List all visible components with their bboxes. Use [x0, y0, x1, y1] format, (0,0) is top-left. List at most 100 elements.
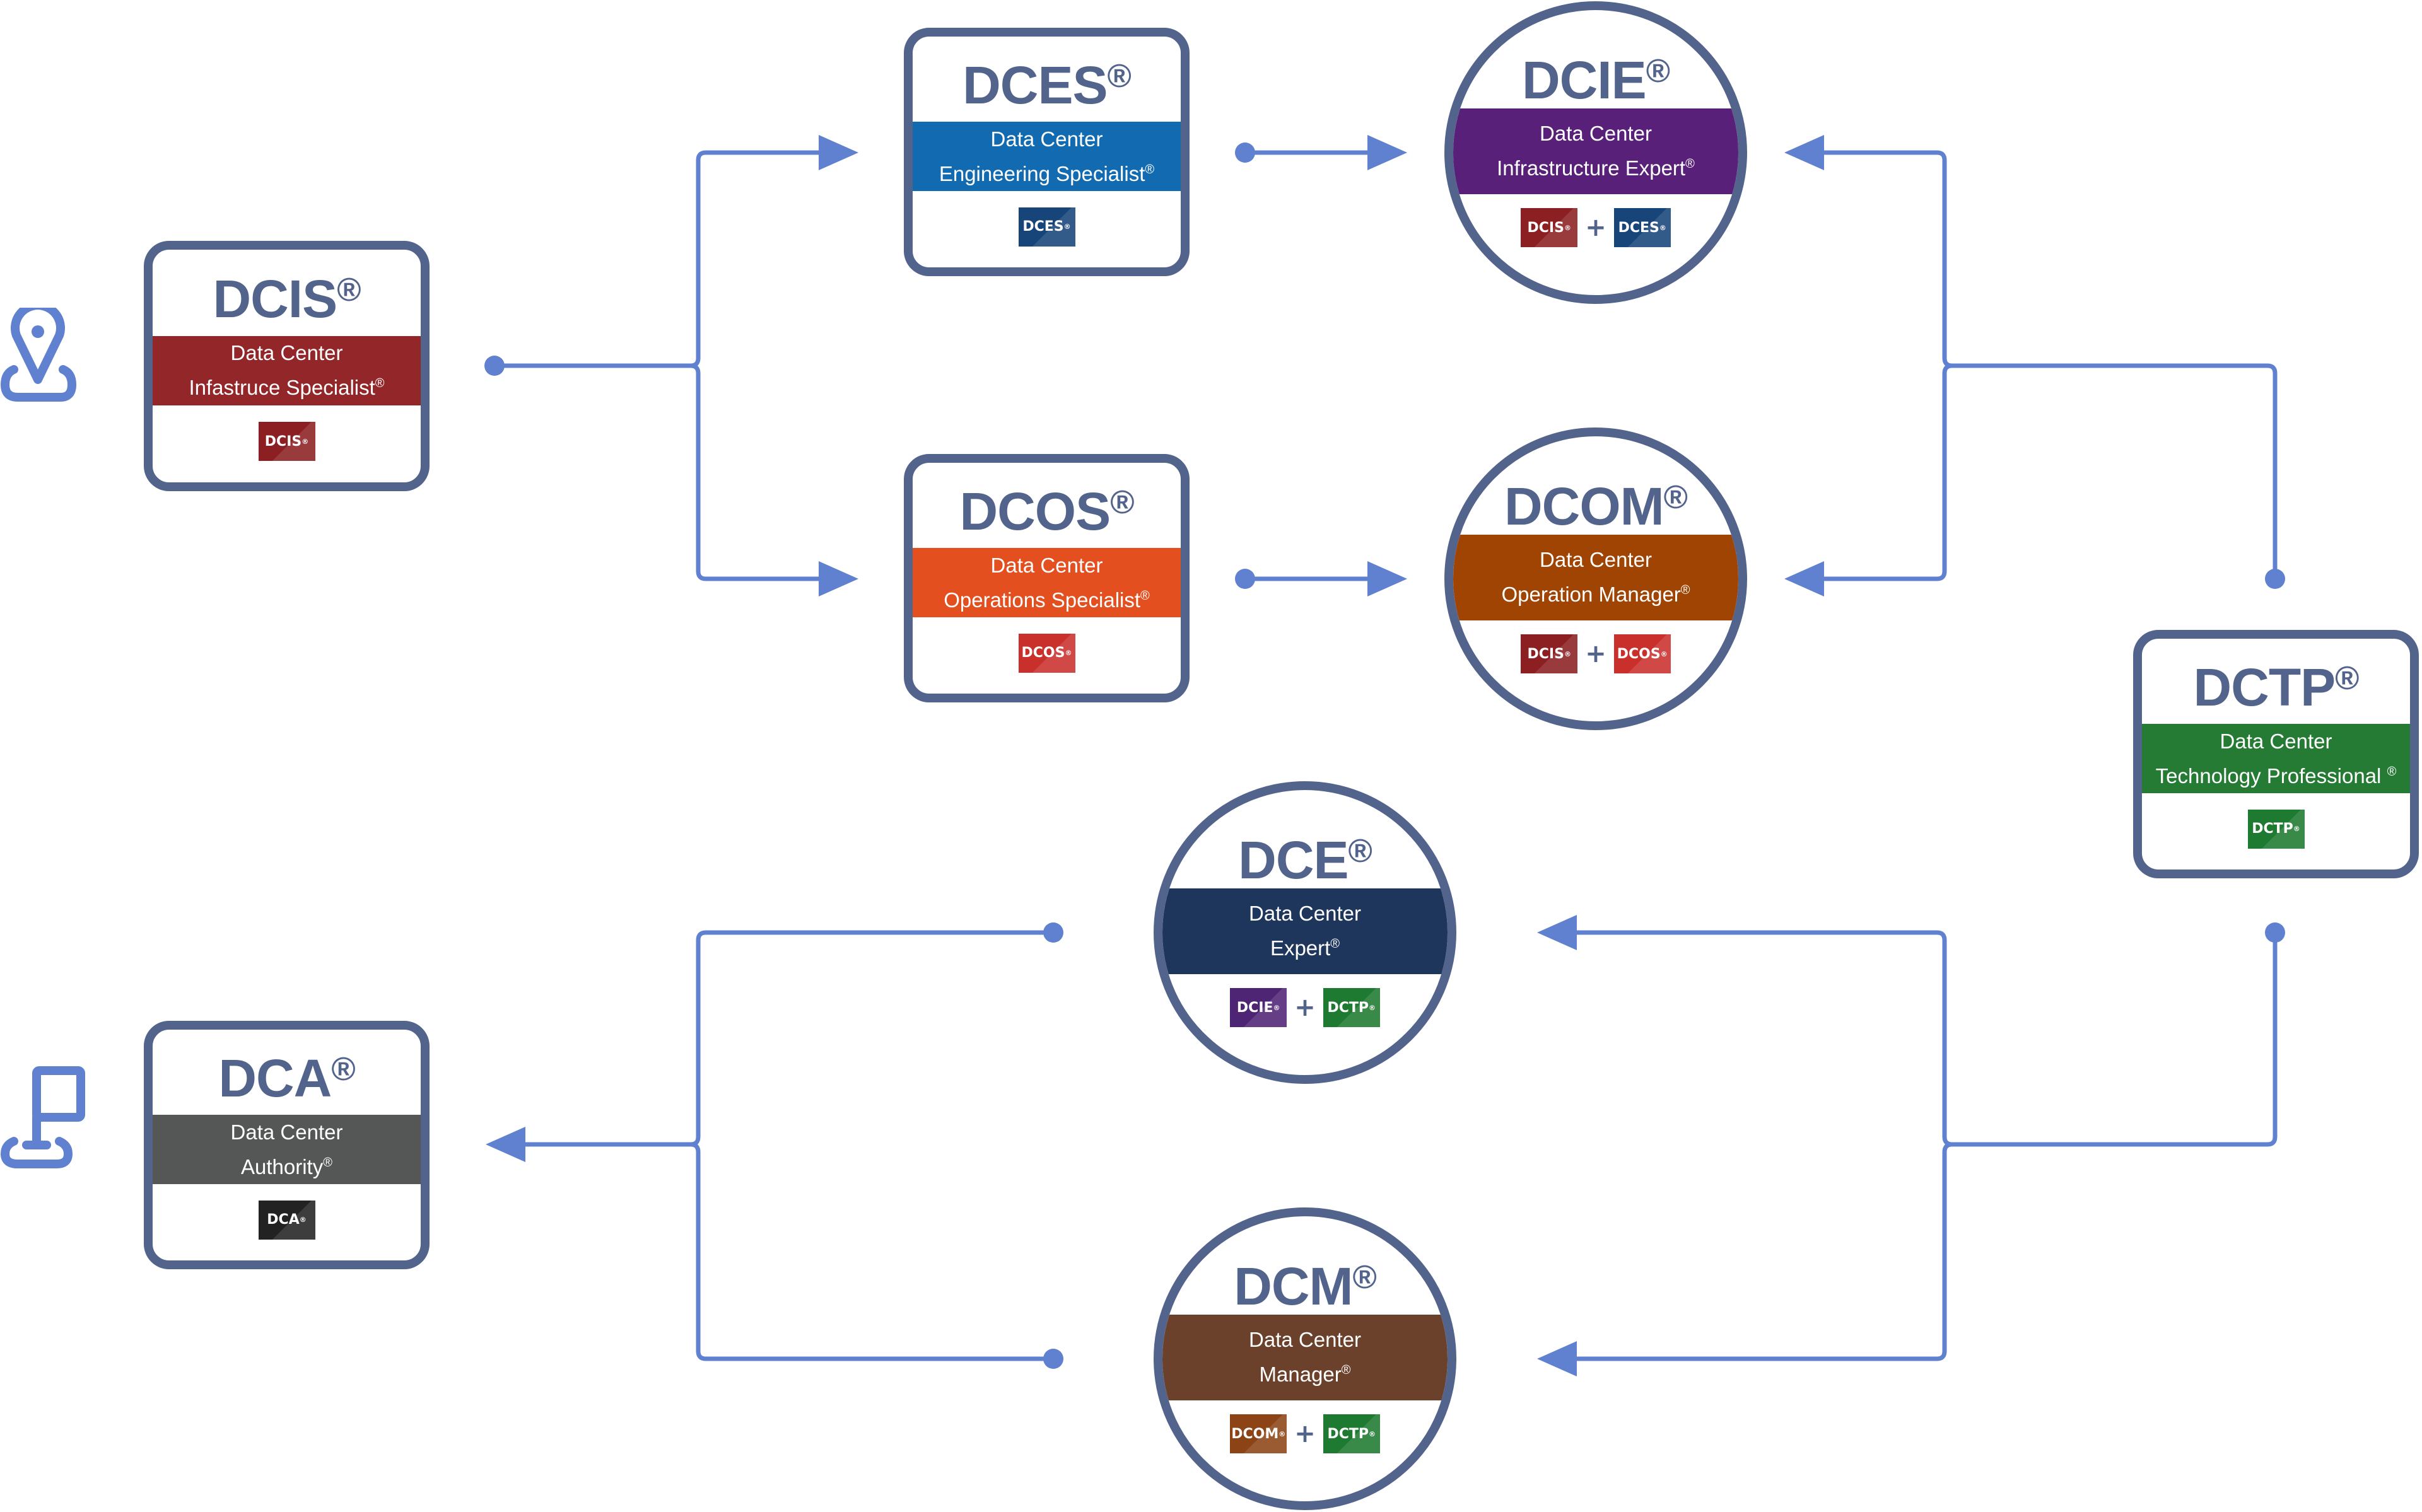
badge-dcie: DCIE®: [1230, 988, 1287, 1028]
cert-name-line2: Infastruce Specialist®: [189, 376, 385, 400]
cert-title: DCA®: [153, 1048, 421, 1109]
cert-name-line1: Data Center: [1540, 122, 1652, 146]
badge-dces: DCES®: [1018, 207, 1075, 247]
edge-start-dot: [1043, 922, 1063, 943]
edge-dctp-dcm: [1537, 1142, 1955, 1376]
edge-start-dot: [2265, 922, 2285, 943]
cert-name-line1: Data Center: [990, 553, 1103, 577]
cert-name-line1: Data Center: [1249, 1328, 1361, 1352]
prerequisite-badges: DCA®: [153, 1200, 421, 1240]
cert-acronym: DCIE: [1521, 50, 1647, 110]
cert-name-line2: Manager®: [1259, 1363, 1351, 1387]
badge-dces: DCES®: [1613, 208, 1671, 248]
badge-dcis: DCIS®: [1521, 208, 1578, 248]
cert-name-line1: Data Center: [1540, 548, 1652, 572]
edge-dctp-dcom: [1784, 363, 1955, 596]
badge-dca: DCA®: [258, 1200, 315, 1240]
edge-dcis-dces: [492, 135, 858, 368]
edge-start-dot: [484, 356, 505, 376]
registered-mark: ®: [1663, 479, 1688, 516]
edge-dctp-dce: [1537, 915, 2278, 1147]
registered-mark: ®: [1107, 58, 1132, 95]
cert-acronym: DCOS: [959, 482, 1111, 542]
registered-mark: ®: [2335, 660, 2359, 697]
cert-title: DCES®: [913, 55, 1181, 116]
cert-name-line2: Engineering Specialist®: [939, 161, 1155, 185]
badge-dcom: DCOM®: [1230, 1414, 1287, 1454]
cert-acronym: DCES: [962, 55, 1108, 115]
prerequisite-badges: DCOS®: [913, 633, 1181, 673]
edge-dce-dca: [486, 930, 1056, 1162]
prerequisite-badges: DCIS®+DCOS®: [1453, 634, 1738, 674]
cert-name-line2: Infrastructure Expert®: [1497, 156, 1695, 180]
edge-start-dot: [2265, 569, 2285, 589]
flag-icon: [1, 1066, 85, 1168]
prerequisite-badges: DCIS®+DCES®: [1453, 208, 1738, 248]
cert-name-line2: Expert®: [1270, 936, 1340, 960]
edge-start-dot: [1235, 142, 1255, 163]
prerequisite-badges: DCTP®: [2142, 809, 2410, 849]
registered-mark: ®: [331, 1051, 355, 1088]
badge-dcos: DCOS®: [1018, 633, 1075, 673]
cert-name-line2: Technology Professional ®: [2155, 764, 2397, 788]
plus-icon: +: [1294, 1419, 1316, 1449]
edge-dcis-dcos: [688, 363, 858, 596]
cert-acronym: DCA: [218, 1049, 332, 1108]
cert-title: DCM®: [1162, 1256, 1448, 1317]
cert-name-line1: Data Center: [230, 341, 343, 365]
cert-title: DCIE®: [1453, 50, 1738, 111]
badge-dcos: DCOS®: [1613, 634, 1671, 674]
registered-mark: ®: [1646, 53, 1670, 90]
registered-mark: ®: [337, 271, 361, 308]
registered-mark: ®: [1348, 833, 1372, 870]
cert-title: DCIS®: [153, 269, 421, 330]
prerequisite-badges: DCIS®: [153, 422, 421, 462]
cert-title: DCOS®: [913, 481, 1181, 542]
cert-name-line1: Data Center: [990, 127, 1103, 151]
badge-dctp: DCTP®: [2247, 809, 2305, 849]
cert-name-line2: Operations Specialist®: [944, 588, 1150, 612]
cert-acronym: DCM: [1234, 1257, 1353, 1317]
prerequisite-badges: DCES®: [913, 207, 1181, 247]
cert-name-line2: Authority®: [241, 1154, 332, 1178]
plus-icon: +: [1585, 639, 1606, 669]
cert-acronym: DCOM: [1504, 477, 1664, 537]
prerequisite-badges: DCOM®+DCTP®: [1162, 1414, 1448, 1454]
cert-acronym: DCIS: [213, 269, 337, 329]
badge-dctp: DCTP®: [1323, 988, 1380, 1028]
cert-name-line2: Operation Manager®: [1501, 583, 1690, 607]
cert-name-line1: Data Center: [2220, 729, 2332, 753]
cert-title: DCOM®: [1453, 476, 1738, 537]
plus-icon: +: [1585, 213, 1606, 243]
badge-dctp: DCTP®: [1323, 1414, 1380, 1454]
prerequisite-badges: DCIE®+DCTP®: [1162, 988, 1448, 1028]
cert-name-line1: Data Center: [230, 1120, 343, 1144]
edge-start-dot: [1235, 569, 1255, 589]
badge-dcis: DCIS®: [1521, 634, 1578, 674]
cert-acronym: DCTP: [2193, 658, 2336, 718]
cert-acronym: DCE: [1238, 830, 1348, 890]
edge-start-dot: [1043, 1349, 1063, 1369]
edge-dcm-dca: [688, 1142, 1056, 1361]
plus-icon: +: [1294, 993, 1316, 1023]
cert-title: DCTP®: [2142, 657, 2410, 718]
registered-mark: ®: [1352, 1259, 1376, 1296]
badge-dcis: DCIS®: [258, 422, 315, 462]
